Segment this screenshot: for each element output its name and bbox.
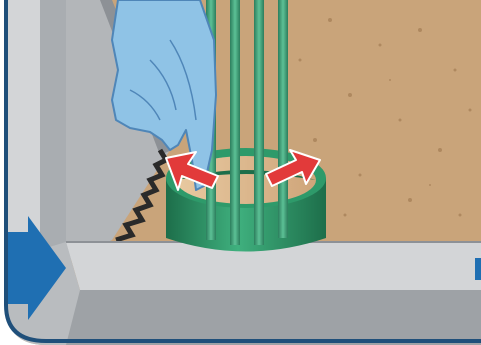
edge-marker (475, 258, 481, 280)
rod-4 (278, 0, 288, 238)
rod-2 (230, 0, 240, 245)
rod-3 (254, 0, 264, 245)
floor-slab-front (66, 290, 481, 345)
